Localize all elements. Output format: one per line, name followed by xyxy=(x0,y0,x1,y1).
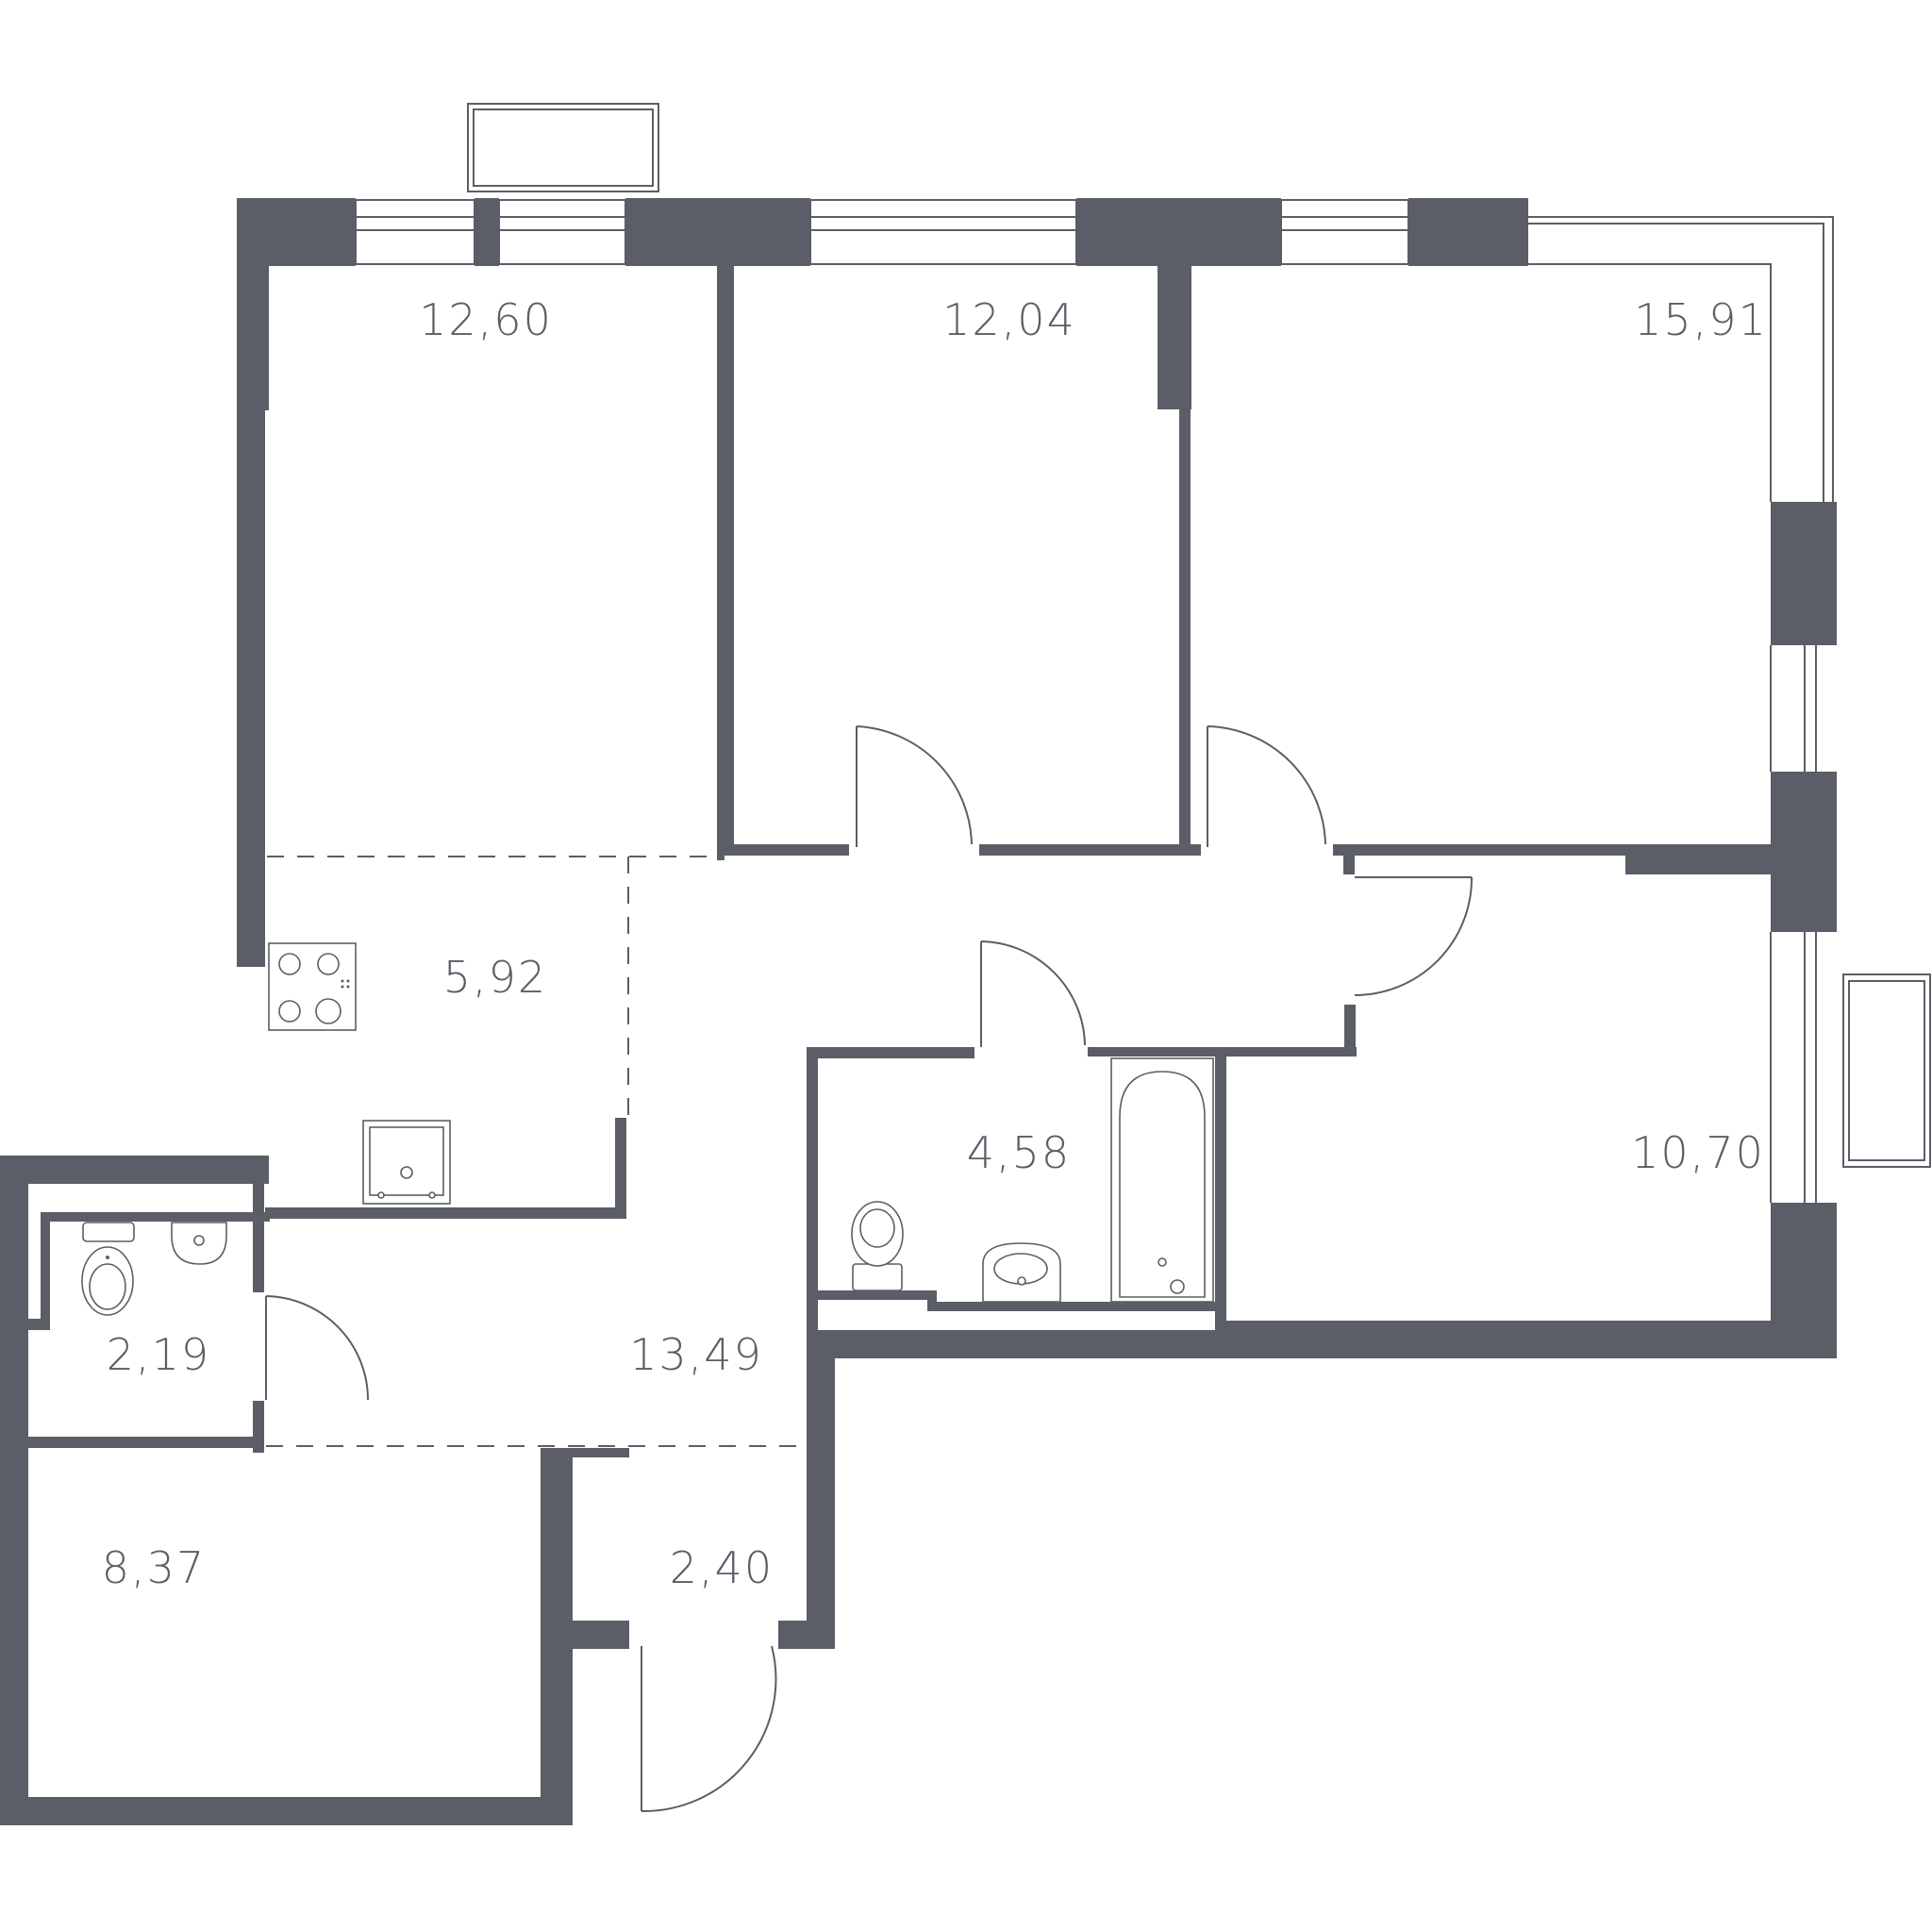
room-area-toilet: 2,19 xyxy=(107,1329,210,1380)
doors xyxy=(265,725,1474,1813)
room-area-bedroom-3: 10,70 xyxy=(1631,1127,1765,1178)
bathroom-toilet-icon xyxy=(851,1201,904,1291)
room-area-hallway: 13,49 xyxy=(629,1329,763,1380)
toilet-icon xyxy=(81,1222,135,1316)
room-area-bathroom: 4,58 xyxy=(967,1127,1071,1178)
washbasin-icon xyxy=(171,1222,227,1265)
room-area-bedroom-2: 12,04 xyxy=(942,294,1076,345)
stove-icon xyxy=(268,942,357,1031)
zone-boundaries xyxy=(266,856,807,1447)
walls xyxy=(0,198,1837,1825)
room-area-living-room: 15,91 xyxy=(1634,294,1768,345)
room-area-storage-room: 8,37 xyxy=(102,1542,206,1593)
kitchen-sink-icon xyxy=(362,1120,451,1205)
bathroom-sink-icon xyxy=(982,1242,1061,1303)
room-labels: 12,60 12,04 15,91 5,92 4,58 10,70 2,19 1… xyxy=(102,294,1768,1593)
room-area-kitchen: 5,92 xyxy=(443,952,547,1003)
room-area-entrance-vestibule: 2,40 xyxy=(670,1542,774,1593)
bathtub-icon xyxy=(1110,1057,1214,1303)
windows xyxy=(355,103,1931,1203)
room-area-bedroom-1: 12,60 xyxy=(419,294,553,345)
